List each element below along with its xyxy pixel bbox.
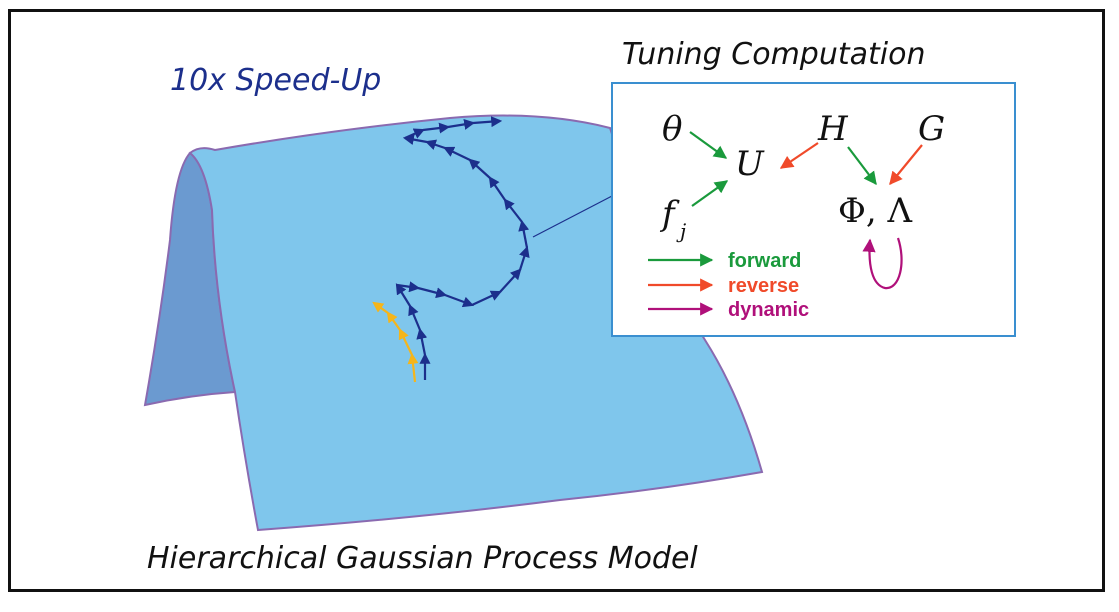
callout-line <box>532 195 613 238</box>
optimization-path <box>395 116 530 380</box>
node-H: H <box>817 109 849 149</box>
edge-dynamic-loop <box>862 237 903 290</box>
model-caption: Hierarchical Gaussian Process Model <box>147 541 698 576</box>
node-G: G <box>918 109 945 149</box>
tuning-title: Tuning Computation <box>622 37 925 72</box>
edge-f-U <box>691 180 729 207</box>
node-phi-lambda: Φ, Λ <box>838 191 912 231</box>
edge-H-phi <box>847 146 877 186</box>
legend-dynamic-label: dynamic <box>728 299 809 321</box>
alternate-path <box>372 301 419 383</box>
graph-edges <box>689 131 923 290</box>
edge-theta-U <box>689 131 728 159</box>
node-theta: θ <box>662 109 682 149</box>
legend-reverse-label: reverse <box>728 275 799 297</box>
node-U: U <box>735 144 765 184</box>
edge-H-U <box>779 142 819 169</box>
tuning-box <box>611 82 1016 337</box>
legend-forward-label: forward <box>728 250 801 272</box>
edge-G-phi <box>889 144 923 186</box>
legend: forward reverse dynamic <box>648 250 809 321</box>
speedup-label: 10x Speed-Up <box>170 63 381 98</box>
node-f-subscript: j <box>676 219 686 243</box>
